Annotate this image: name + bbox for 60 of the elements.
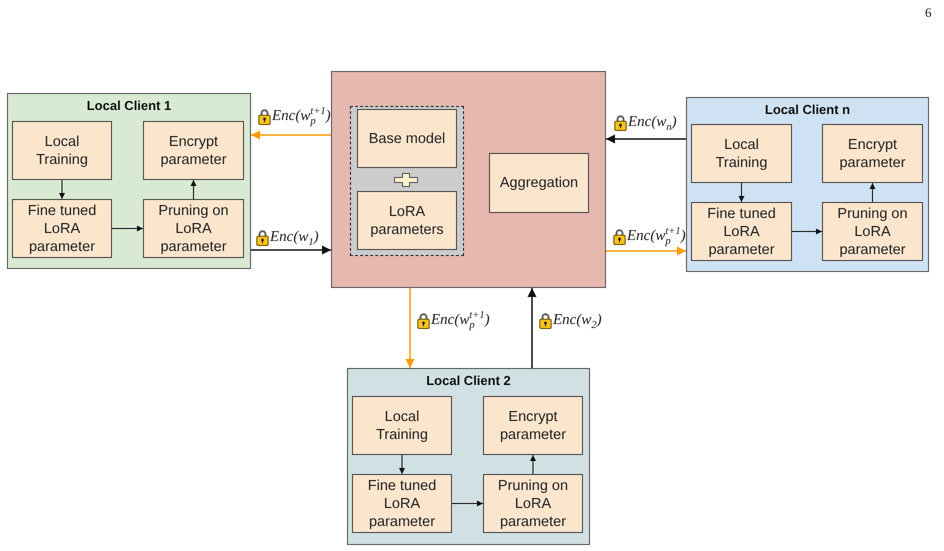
edge-label: Enc(w$_{n}$) <box>628 113 677 132</box>
process-box <box>12 199 112 258</box>
client-panel <box>7 93 251 269</box>
arrow <box>530 454 536 474</box>
arrow <box>606 246 686 256</box>
box-label: Fine tuned LoRA parameter <box>706 204 777 258</box>
process-box <box>357 191 457 250</box>
process-box <box>483 396 583 455</box>
process-box <box>489 153 589 213</box>
panel-title: Local Client 1 <box>86 98 172 114</box>
edge-label: Enc(w$_{p}$$^{t+1}$) <box>431 311 490 330</box>
arrow <box>190 180 196 200</box>
process-box <box>143 121 244 180</box>
process-box <box>352 474 452 533</box>
arrow <box>792 228 822 234</box>
process-box <box>483 474 583 533</box>
arrow <box>406 288 414 368</box>
box-label: Aggregation <box>498 174 580 192</box>
box-label: Fine tuned LoRA parameter <box>26 202 98 256</box>
arrow <box>59 180 65 200</box>
arrow <box>452 500 484 506</box>
arrow <box>528 288 536 368</box>
box-label: Local Training <box>375 408 429 444</box>
process-box <box>691 124 792 183</box>
box-label: Encrypt parameter <box>159 132 228 168</box>
edge-label: Enc(w$_{2}$) <box>553 311 602 330</box>
process-box <box>691 202 792 261</box>
box-label: Pruning on LoRA parameter <box>157 202 230 256</box>
arrow <box>738 182 744 202</box>
process-box <box>143 199 244 258</box>
process-box <box>822 202 923 261</box>
panel-title: Local Client n <box>764 102 850 118</box>
panel-title: Local Client 2 <box>426 373 511 389</box>
box-label: Encrypt parameter <box>498 408 568 444</box>
edge-label: Enc(w$_{p}$$^{t+1}$) <box>627 227 686 246</box>
box-label: Local Training <box>714 136 768 172</box>
client-panel <box>347 368 590 545</box>
arrow <box>251 246 331 254</box>
box-label: Pruning on LoRA parameter <box>496 476 570 530</box>
arrow <box>251 130 331 140</box>
arrow <box>606 134 686 144</box>
edge-label: Enc(w$_{p}$$^{t+1}$) <box>272 107 331 126</box>
process-box <box>357 109 457 168</box>
box-label: Pruning on LoRA parameter <box>836 204 909 258</box>
arrow <box>870 182 876 202</box>
box-label: Fine tuned LoRA parameter <box>366 476 438 530</box>
process-box <box>352 396 452 455</box>
arrow <box>112 226 144 232</box>
box-label: Encrypt parameter <box>838 136 907 172</box>
arrow <box>399 454 405 474</box>
edge-label: Enc(w$_{1}$) <box>270 228 319 247</box>
page-number: 6 <box>925 5 932 20</box>
box-label: Base model <box>368 130 446 148</box>
box-label: Local Training <box>35 132 89 168</box>
client-panel <box>686 97 929 272</box>
server-box <box>331 71 606 288</box>
process-box <box>12 121 112 180</box>
box-label: LoRA parameters <box>369 202 445 238</box>
process-box <box>822 124 923 183</box>
dashed-group-box <box>350 106 464 256</box>
